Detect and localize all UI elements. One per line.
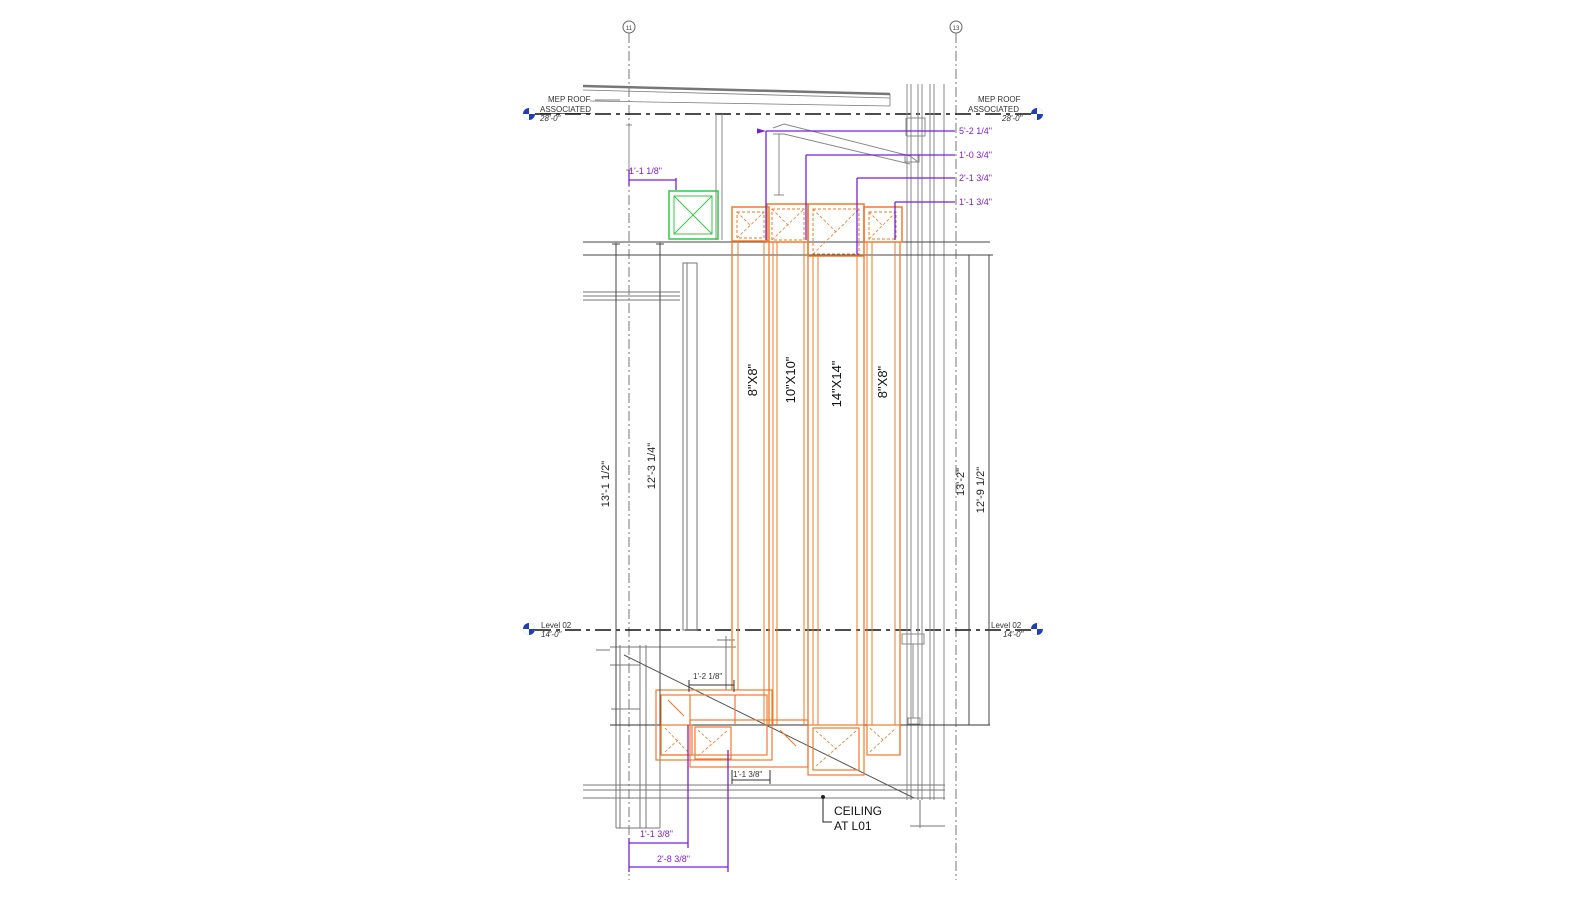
dimension-label: 2'-8 3/8" xyxy=(657,854,690,864)
level-name: Level 02 xyxy=(541,621,572,630)
level-marker-icon xyxy=(1031,623,1043,635)
dimension-label: 12'-9 1/2" xyxy=(975,467,987,513)
level-mep-roof: MEP ROOF ASSOCIATED 28'-0" MEP ROOF ASSO… xyxy=(523,95,1043,123)
duct-riser-8x8-b xyxy=(863,206,903,755)
dimension-label: 12'-3 1/4" xyxy=(646,443,658,489)
duct-offsets xyxy=(655,689,901,776)
equipment-box xyxy=(668,190,719,240)
level-marker-icon xyxy=(523,108,535,120)
purple-dimensions-top xyxy=(756,128,955,254)
duct-size-label: 8"X8" xyxy=(875,365,890,398)
left-wall xyxy=(583,241,990,829)
grid-line-13: 13 xyxy=(949,20,963,880)
dimension-label: 1'-1 3/8" xyxy=(640,829,673,839)
vertical-dimensions xyxy=(612,243,993,725)
duct-size-label: 14"X14" xyxy=(829,360,844,407)
roof-deck xyxy=(582,84,891,107)
level-name: Level 02 xyxy=(991,621,1022,630)
duct-riser-14x14 xyxy=(807,203,865,725)
dimension-label: 5'-2 1/4" xyxy=(959,126,992,136)
level-02: Level 02 14'-0" Level 02 14'-0" xyxy=(523,621,1043,639)
structure-column xyxy=(626,114,723,240)
grid-bubble-label: 13 xyxy=(953,26,960,32)
level-elevation: 28'-0" xyxy=(539,114,562,123)
dimension-label: 13'-1 1/2" xyxy=(600,461,612,507)
dimension-label: 1'-0 3/4" xyxy=(959,150,992,160)
dimension-label: 1'-1 3/8" xyxy=(733,770,762,779)
purple-dimension-top-left xyxy=(628,170,677,190)
curtain-wall xyxy=(901,84,945,800)
level-name: MEP ROOF xyxy=(548,95,591,104)
duct-size-label: 10"X10" xyxy=(783,356,798,403)
dimension-label: 13'-2" xyxy=(955,468,967,496)
hatch-marks xyxy=(667,699,797,747)
duct-size-label: 8"X8" xyxy=(745,363,760,396)
level-marker-icon xyxy=(523,623,535,635)
level-elevation: 28'-0" xyxy=(1001,114,1024,123)
level-name: ASSOCIATED xyxy=(540,105,591,114)
duct-riser-8x8-a xyxy=(731,206,770,725)
level-elevation: 14'-0" xyxy=(1003,630,1025,639)
dimension-label: 1'-1 3/4" xyxy=(959,197,992,207)
level-marker-icon xyxy=(1031,108,1043,120)
grid-line-11: 11 xyxy=(622,20,636,880)
ceiling-note: CEILING xyxy=(834,804,882,818)
duct-risers xyxy=(731,203,903,755)
ceiling-note: AT L01 xyxy=(834,819,872,833)
duct-riser-10x10 xyxy=(766,203,809,725)
dimension-label: 1'-1 1/8" xyxy=(629,166,662,176)
outrigger-bracket xyxy=(772,117,926,196)
dimension-label: 1'-2 1/8" xyxy=(693,672,722,681)
level-name: MEP ROOF xyxy=(978,95,1021,104)
grid-bubble-label: 11 xyxy=(626,26,633,32)
offset-dimensions xyxy=(688,680,771,784)
purple-dimensions-bottom xyxy=(628,725,729,872)
level-elevation: 14'-0" xyxy=(541,630,563,639)
ceiling-note-leader xyxy=(821,795,832,823)
dimension-label: 2'-1 3/4" xyxy=(959,173,992,183)
level-name: ASSOCIATED xyxy=(968,105,1019,114)
